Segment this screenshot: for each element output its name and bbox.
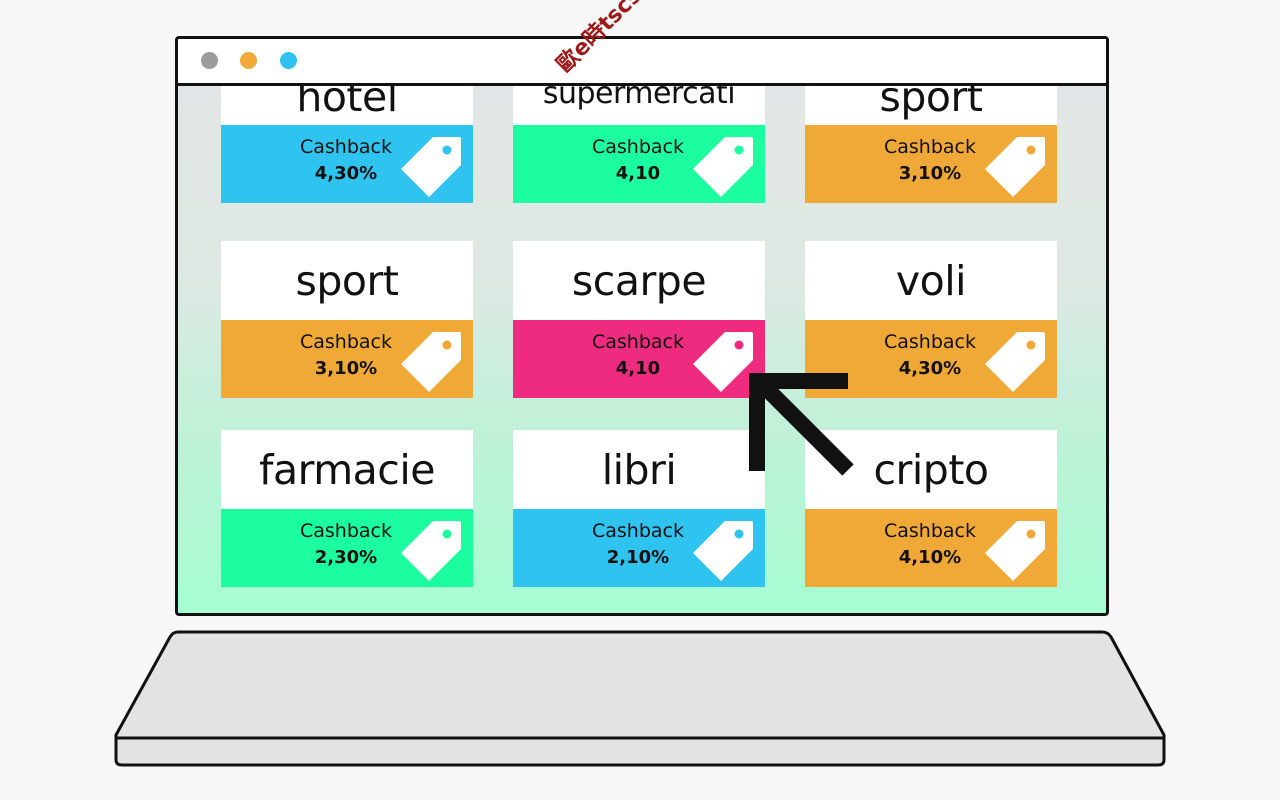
category-title: farmacie [221,430,473,509]
window-control-blue[interactable] [280,52,297,69]
cashback-band: Cashback 4,10 [513,125,765,203]
cashback-value: 2,10% [606,547,670,568]
cashback-value: 4,10 [615,358,661,379]
cashback-value: 4,30% [898,358,962,379]
price-tag-icon [693,521,753,581]
category-title: scarpe [513,241,765,320]
category-title: sport [221,241,473,320]
category-title: libri [513,430,765,509]
category-card-cripto[interactable]: cripto Cashback 4,10% [805,430,1057,587]
cashback-label: Cashback [883,136,976,158]
cashback-label: Cashback [299,331,392,353]
window-control-orange[interactable] [240,52,257,69]
window-titlebar [178,39,1106,86]
price-tag-icon [985,137,1045,197]
price-tag-icon [985,521,1045,581]
cashback-band: Cashback 3,10% [805,125,1057,203]
price-tag-icon [693,332,753,392]
cashback-value: 2,30% [314,547,378,568]
cashback-band: Cashback 2,10% [513,509,765,587]
category-card-sport[interactable]: sport Cashback 3,10% [221,241,473,398]
price-tag-icon [985,332,1045,392]
cashback-value: 3,10% [314,358,378,379]
cashback-band: Cashback 4,10% [805,509,1057,587]
cashback-grid: hotel Cashback 4,30% supermercati Cashba… [178,39,1106,613]
cashback-band: Cashback 4,10 [513,320,765,398]
price-tag-icon [693,137,753,197]
cashback-label: Cashback [883,520,976,542]
cashback-band: Cashback 3,10% [221,320,473,398]
cashback-band: Cashback 2,30% [221,509,473,587]
laptop-screen: hotel Cashback 4,30% supermercati Cashba… [175,36,1109,616]
category-card-scarpe[interactable]: scarpe Cashback 4,10 [513,241,765,398]
cashback-value: 4,30% [314,163,378,184]
category-title: voli [805,241,1057,320]
price-tag-icon [401,137,461,197]
cashback-value: 4,10% [898,547,962,568]
cashback-label: Cashback [883,331,976,353]
cashback-label: Cashback [591,331,684,353]
cashback-label: Cashback [591,136,684,158]
category-card-farmacie[interactable]: farmacie Cashback 2,30% [221,430,473,587]
cashback-value: 3,10% [898,163,962,184]
price-tag-icon [401,521,461,581]
window-control-gray[interactable] [201,52,218,69]
cashback-label: Cashback [591,520,684,542]
cashback-label: Cashback [299,136,392,158]
category-card-libri[interactable]: libri Cashback 2,10% [513,430,765,587]
price-tag-icon [401,332,461,392]
cashback-label: Cashback [299,520,392,542]
cashback-value: 4,10 [615,163,661,184]
cashback-band: Cashback 4,30% [221,125,473,203]
